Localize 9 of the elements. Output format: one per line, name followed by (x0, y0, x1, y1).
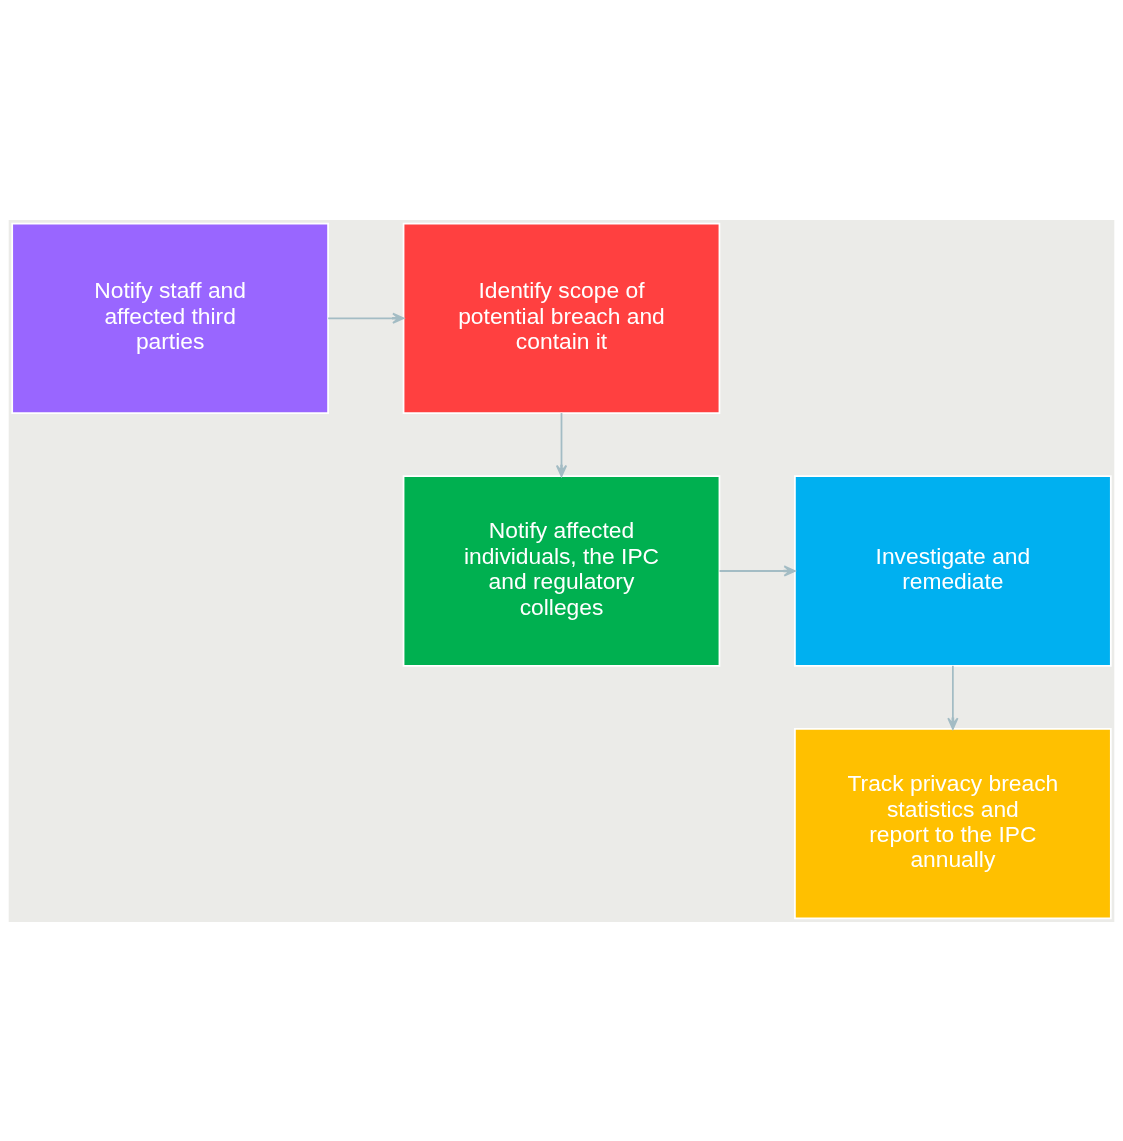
node-box: Identify scope of potential breach and contain it (402, 222, 721, 414)
arrow (555, 411, 568, 477)
node-box: Notify staff and affected third parties (11, 222, 329, 414)
node-box: Investigate and remediate (794, 474, 1112, 667)
node-box: Notify affected individuals, the IPC and regulatory colleges (402, 474, 721, 667)
arrow (718, 564, 796, 577)
arrow (947, 664, 959, 730)
node-box: Track privacy breach statistics and report to the IPC annually (794, 727, 1112, 919)
arrow (327, 312, 405, 324)
